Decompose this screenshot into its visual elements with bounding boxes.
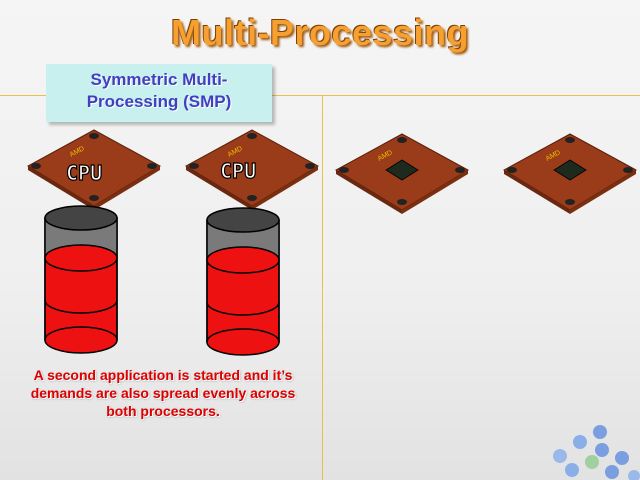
vertical-divider	[322, 95, 323, 480]
caption-line2: demands are also spread evenly across	[30, 385, 296, 401]
load-cylinder-icon	[44, 205, 118, 354]
cpu-chip-icon: AMD	[334, 133, 470, 214]
smp-label-line2: Processing (SMP)	[86, 92, 232, 111]
cpu-chip-icon: AMD CPU	[26, 129, 162, 210]
cpu-chip-icon: AMD	[502, 133, 638, 214]
load-cylinder-icon	[206, 207, 280, 356]
smp-label-line1: Symmetric Multi-	[90, 70, 228, 89]
caption-line3: both processors.	[106, 403, 220, 419]
horizontal-divider	[0, 95, 640, 96]
caption-line1: A second application is started and it’s	[33, 367, 293, 383]
cpu-label-2: CPU	[220, 159, 256, 183]
smp-label-box: Symmetric Multi- Processing (SMP)	[46, 64, 272, 122]
cpu-chip-icon: AMD CPU	[184, 129, 320, 210]
cpu-label-1: CPU	[66, 161, 102, 185]
slide-title: Multi-Processing	[170, 12, 470, 53]
decorative-dots-icon	[553, 425, 640, 480]
caption-text: A second application is started and it’s…	[8, 366, 318, 420]
